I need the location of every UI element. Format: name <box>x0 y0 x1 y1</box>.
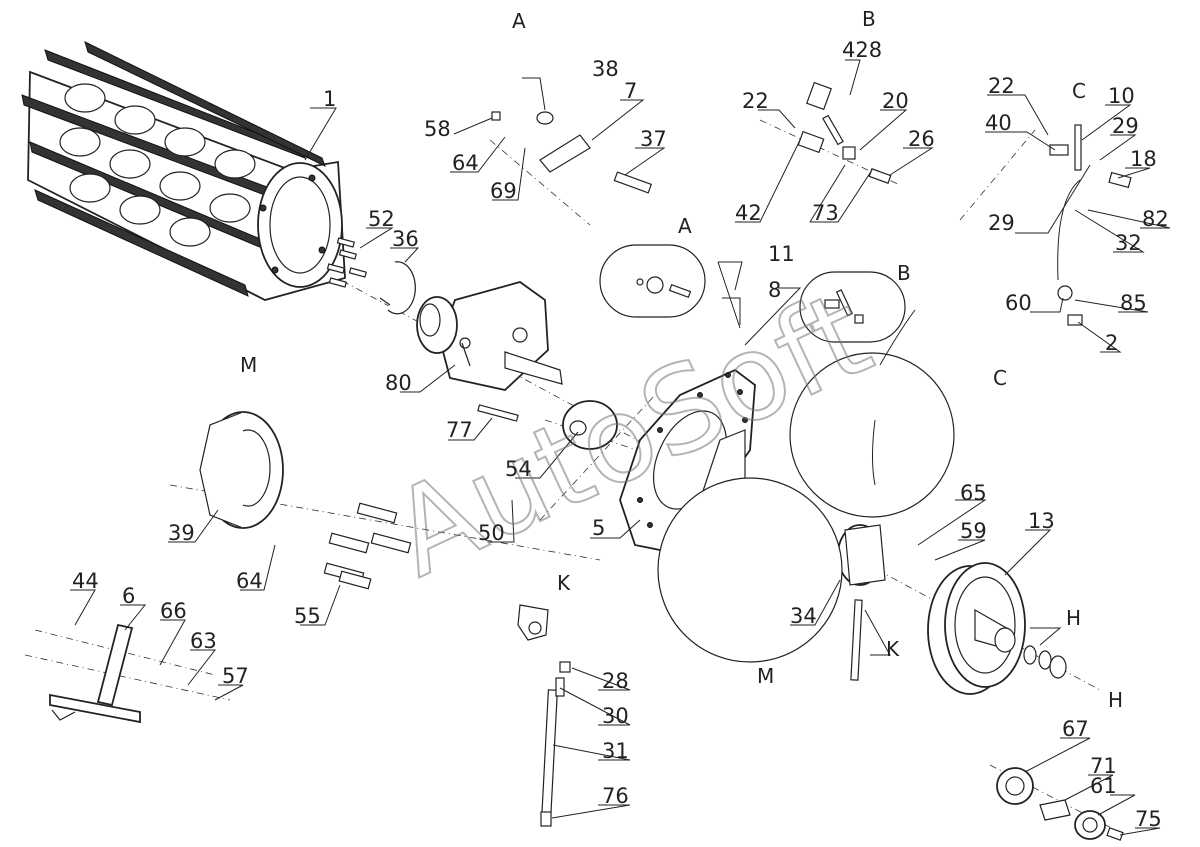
section-label-h-callout: H <box>1066 606 1081 630</box>
flange-54 <box>562 400 618 450</box>
part-number-36: 36 <box>392 227 419 251</box>
part-number-11: 11 <box>768 242 795 266</box>
part-number-60: 60 <box>1005 291 1032 315</box>
part-number-428: 428 <box>842 38 882 62</box>
part-number-71: 71 <box>1090 754 1117 778</box>
part-number-13: 13 <box>1028 509 1055 533</box>
section-label-k-left: K <box>557 571 571 595</box>
part-number-69: 69 <box>490 179 517 203</box>
section-label-m-left: M <box>240 353 257 377</box>
section-label-a-top: A <box>512 9 526 33</box>
part-number-50: 50 <box>478 521 505 545</box>
section-letters: A B C A B C M K M K H H <box>240 7 1123 712</box>
part-number-38: 38 <box>592 57 619 81</box>
part-number-66: 66 <box>160 599 187 623</box>
rotor-drum <box>21 41 346 301</box>
part-number-76: 76 <box>602 784 629 808</box>
part-number-64-b: 64 <box>236 569 263 593</box>
h-detail-parts <box>996 767 1124 841</box>
part-number-57: 57 <box>222 664 249 688</box>
section-label-a-callout: A <box>678 214 692 238</box>
part-number-29-b: 29 <box>988 211 1015 235</box>
part-number-75: 75 <box>1135 807 1162 831</box>
part-number-82: 82 <box>1142 207 1169 231</box>
ring-39 <box>199 411 284 529</box>
callout-b-detail <box>824 289 864 324</box>
section-label-b-top: B <box>862 7 876 31</box>
part-number-31: 31 <box>602 739 629 763</box>
part-number-64-a: 64 <box>452 151 479 175</box>
bracket-6 <box>49 623 141 724</box>
c-top-parts <box>1049 124 1132 326</box>
k-rod <box>850 599 863 681</box>
part-number-85: 85 <box>1120 291 1147 315</box>
bearing-housing-34 <box>837 524 886 586</box>
part-number-26: 26 <box>908 127 935 151</box>
part-number-29-a: 29 <box>1112 114 1139 138</box>
part-number-40: 40 <box>985 111 1012 135</box>
callout-a-detail <box>636 276 692 299</box>
section-label-k-callout: K <box>886 637 900 661</box>
part-number-28: 28 <box>602 669 629 693</box>
leader-lines <box>70 59 1171 836</box>
part-number-67: 67 <box>1062 717 1089 741</box>
rod-31 <box>540 661 571 827</box>
section-label-b-callout: B <box>897 261 911 285</box>
part-number-6: 6 <box>122 584 135 608</box>
bolts-group-55 <box>323 502 412 590</box>
key-77 <box>477 404 519 422</box>
snap-ring <box>379 261 416 315</box>
part-number-2: 2 <box>1105 331 1118 355</box>
part-number-10: 10 <box>1108 84 1135 108</box>
part-number-8: 8 <box>768 278 781 302</box>
part-number-37: 37 <box>640 127 667 151</box>
part-number-5: 5 <box>592 516 605 540</box>
part-number-22-c: 22 <box>988 74 1015 98</box>
hose-c <box>872 179 1081 486</box>
a-top-parts <box>491 111 653 194</box>
part-number-7: 7 <box>624 79 637 103</box>
part-number-61: 61 <box>1090 774 1117 798</box>
part-number-65: 65 <box>960 481 987 505</box>
callout-outlines <box>599 244 955 663</box>
part-number-77: 77 <box>446 418 473 442</box>
part-numbers: 1 2 5 6 7 8 10 11 13 18 20 22 22 26 28 2… <box>72 38 1169 831</box>
part-number-54: 54 <box>505 457 532 481</box>
part-number-18: 18 <box>1130 147 1157 171</box>
h-group-parts <box>1023 645 1067 679</box>
part-number-39: 39 <box>168 521 195 545</box>
part-number-58: 58 <box>424 117 451 141</box>
gearbox <box>416 281 563 391</box>
part-number-1: 1 <box>323 87 336 111</box>
part-number-20: 20 <box>882 89 909 113</box>
part-number-80: 80 <box>385 371 412 395</box>
bolts-group-52 <box>326 237 367 288</box>
part-number-52: 52 <box>368 207 395 231</box>
part-number-63: 63 <box>190 629 217 653</box>
part-number-42: 42 <box>735 201 762 225</box>
part-number-55: 55 <box>294 604 321 628</box>
part-number-32: 32 <box>1115 231 1142 255</box>
part-number-44: 44 <box>72 569 99 593</box>
part-number-34: 34 <box>790 604 817 628</box>
section-label-m-callout: M <box>757 664 774 688</box>
part-number-30: 30 <box>602 704 629 728</box>
section-label-c-callout: C <box>993 366 1007 390</box>
section-label-h-detail: H <box>1108 688 1123 712</box>
b-top-parts <box>797 81 892 184</box>
part-number-59: 59 <box>960 519 987 543</box>
k-block <box>517 604 549 641</box>
pulley-wheel-13 <box>927 562 1026 695</box>
part-number-22-b: 22 <box>742 89 769 113</box>
section-label-c-top: C <box>1072 79 1086 103</box>
part-number-73: 73 <box>812 201 839 225</box>
